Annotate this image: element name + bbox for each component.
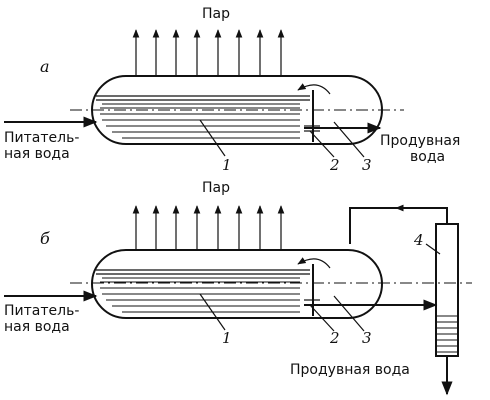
feed-water-label-a-line2: ная вода bbox=[4, 146, 70, 162]
separator-column bbox=[435, 223, 459, 357]
diagram-b: б Пар bbox=[4, 180, 472, 396]
callout-2-b: 2 bbox=[329, 329, 340, 347]
panel-letter-a: а bbox=[40, 57, 50, 76]
steam-label-b: Пар bbox=[202, 180, 230, 196]
callout-3-a: 3 bbox=[362, 156, 372, 174]
separator-water-hatching bbox=[436, 315, 458, 353]
blowdown-label-b: Продувная вода bbox=[290, 362, 410, 378]
blowdown-label-a: Продувная bbox=[380, 133, 460, 149]
steam-arrows-a bbox=[132, 29, 285, 76]
blowdown-label-a-line2: вода bbox=[410, 149, 445, 165]
callout-1-a: 1 bbox=[222, 156, 232, 174]
boiler-drum-b bbox=[91, 249, 383, 319]
panel-letter-b: б bbox=[40, 229, 50, 248]
callout-3-b: 3 bbox=[362, 329, 372, 347]
feed-water-label-b-line2: ная вода bbox=[4, 319, 70, 335]
callout-4-b: 4 bbox=[413, 231, 424, 249]
feed-water-label-b: Питатель- bbox=[4, 303, 79, 319]
feed-water-label-a: Питатель- bbox=[4, 130, 79, 146]
steam-arrows-b bbox=[132, 205, 285, 250]
callout-2-a: 2 bbox=[329, 156, 340, 174]
diagram-a: а Пар bbox=[4, 6, 460, 174]
steam-label-a: Пар bbox=[202, 6, 230, 22]
water-hatching-a bbox=[100, 103, 300, 139]
return-loop bbox=[349, 207, 448, 244]
callout-1-b: 1 bbox=[222, 329, 232, 347]
water-hatching-b bbox=[100, 277, 300, 313]
